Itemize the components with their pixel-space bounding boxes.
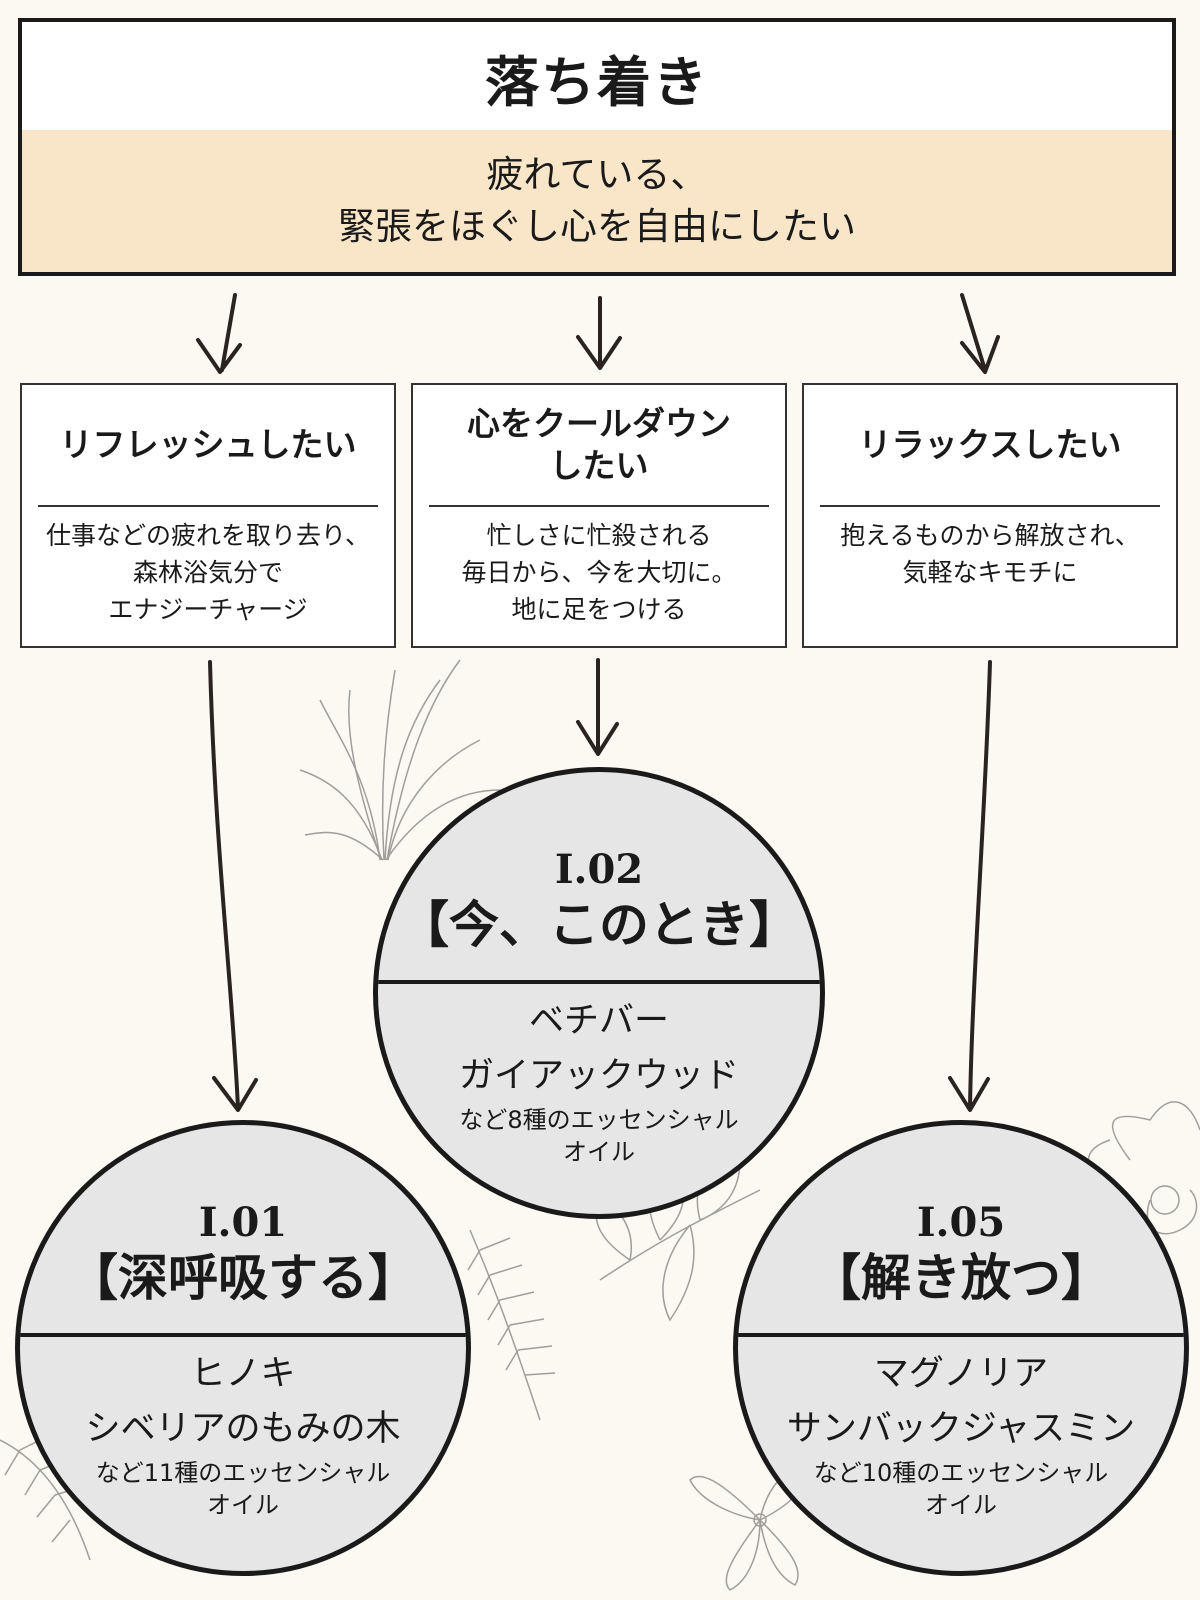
grass-illustration — [299, 659, 501, 861]
arrow-1 — [196, 293, 242, 374]
card-body-line: エナジーチャージ — [108, 595, 308, 624]
oil-note: など8種のエッセンシャル — [459, 1106, 739, 1134]
circle-body: ヒノキ シベリアのもみの木 など11種のエッセンシャル オイル — [20, 1347, 466, 1521]
card-body: 仕事などの疲れを取り去り、 森林浴気分で エナジーチャージ — [38, 507, 378, 628]
circle-divider — [20, 1333, 466, 1337]
circle-i02: I.02 【今、このとき】 ベチバー ガイアックウッド など8種のエッセンシャル… — [373, 767, 825, 1219]
circle-header: I.02 【今、このとき】 — [378, 772, 820, 968]
oil-note: など10種のエッセンシャル — [813, 1459, 1109, 1487]
card-title: リラックスしたい — [820, 385, 1160, 507]
circle-i01: I.01 【深呼吸する】 ヒノキ シベリアのもみの木 など11種のエッセンシャル… — [15, 1120, 471, 1576]
oil-name: サンバックジャスミン — [786, 1409, 1136, 1449]
card-title-line: リフレッシュしたい — [59, 425, 357, 464]
card-title-line: 心をクールダウン — [467, 404, 731, 443]
card-title: 心をクールダウン したい — [429, 385, 769, 507]
header-subtitle: 疲れている、 緊張をほぐし心を自由にしたい — [22, 130, 1172, 272]
circle-i05: I.05 【解き放つ】 マグノリア サンバックジャスミン など10種のエッセンシ… — [733, 1120, 1189, 1576]
card-body: 忙しさに忙殺される 毎日から、今を大切に。 地に足をつける — [429, 507, 769, 628]
circle-header: I.05 【解き放つ】 — [738, 1125, 1184, 1321]
circle-code: I.05 — [916, 1199, 1006, 1246]
circle-header: I.01 【深呼吸する】 — [20, 1125, 466, 1321]
card-title-line: リラックスしたい — [858, 425, 1122, 464]
oil-name: シベリアのもみの木 — [85, 1409, 401, 1449]
card-refresh: リフレッシュしたい 仕事などの疲れを取り去り、 森林浴気分で エナジーチャージ — [20, 383, 396, 648]
oil-note: オイル — [925, 1491, 997, 1519]
arrow-6 — [948, 660, 992, 1112]
card-body: 抱えるものから解放され、 気軽なキモチに — [820, 507, 1160, 591]
header-subtitle-line: 疲れている、 — [486, 153, 708, 196]
card-body-line: 気軽なキモチに — [902, 558, 1078, 587]
circle-divider — [378, 980, 820, 984]
oil-name: ヒノキ — [190, 1354, 296, 1394]
circle-code: I.01 — [198, 1199, 288, 1246]
card-relax: リラックスしたい 抱えるものから解放され、 気軽なキモチに — [802, 383, 1178, 648]
arrow-4 — [208, 660, 258, 1112]
oil-note: など11種のエッセンシャル — [95, 1459, 391, 1487]
card-body-line: 抱えるものから解放され、 — [840, 521, 1140, 550]
arrow-3 — [960, 293, 1000, 374]
card-body-line: 毎日から、今を大切に。 — [461, 558, 737, 587]
card-body-line: 地に足をつける — [511, 595, 687, 624]
card-body-line: 森林浴気分で — [132, 558, 283, 587]
arrow-5 — [576, 658, 619, 756]
oil-note: オイル — [207, 1491, 279, 1519]
card-body-line: 忙しさに忙殺される — [486, 521, 712, 550]
oil-note: オイル — [563, 1138, 635, 1166]
circle-name: 【今、このとき】 — [399, 896, 799, 954]
card-title-line: したい — [549, 446, 649, 485]
arrow-2 — [576, 296, 622, 370]
card-cooldown: 心をクールダウン したい 忙しさに忙殺される 毎日から、今を大切に。 地に足をつ… — [411, 383, 787, 648]
header-subtitle-line: 緊張をほぐし心を自由にしたい — [338, 205, 856, 248]
oil-name: ベチバー — [528, 1001, 669, 1041]
fir-illustration — [467, 1229, 556, 1421]
circle-code: I.02 — [554, 846, 644, 893]
circle-name: 【解き放つ】 — [811, 1249, 1111, 1307]
circle-body: ベチバー ガイアックウッド など8種のエッセンシャル オイル — [378, 994, 820, 1168]
card-body-line: 仕事などの疲れを取り去り、 — [45, 521, 370, 550]
oil-name: ガイアックウッド — [458, 1056, 739, 1096]
header-box: 落ち着き 疲れている、 緊張をほぐし心を自由にしたい — [18, 18, 1176, 276]
header-title: 落ち着き — [485, 50, 709, 114]
card-title: リフレッシュしたい — [38, 385, 378, 507]
oil-name: マグノリア — [873, 1354, 1049, 1394]
circle-name: 【深呼吸する】 — [68, 1249, 418, 1307]
circle-divider — [738, 1333, 1184, 1337]
circle-body: マグノリア サンバックジャスミン など10種のエッセンシャル オイル — [738, 1347, 1184, 1521]
